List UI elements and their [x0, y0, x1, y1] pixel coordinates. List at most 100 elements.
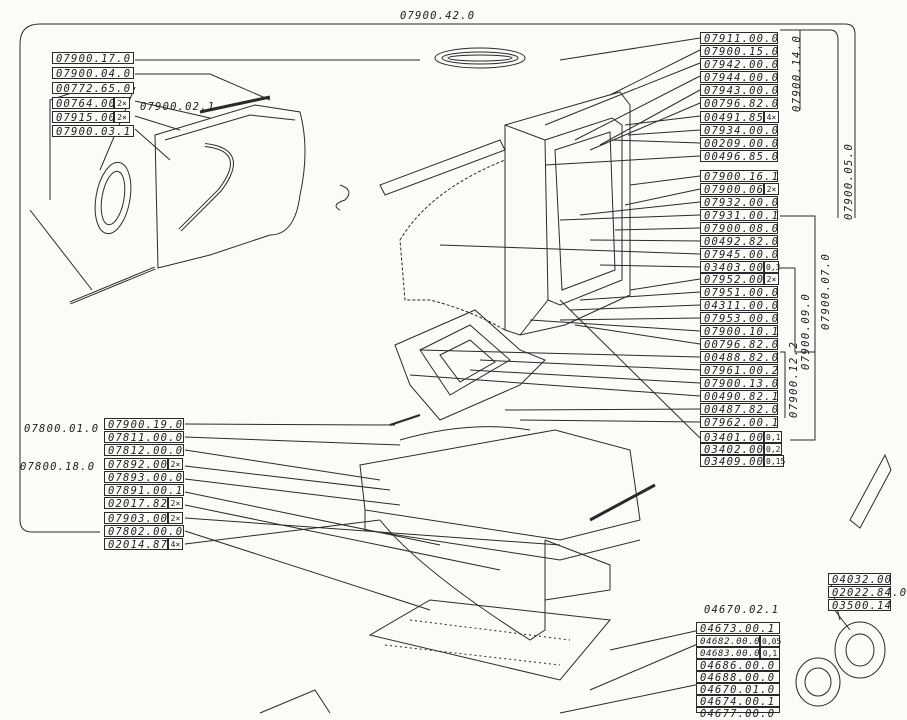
part-number: 03403.00.0 [700, 261, 778, 274]
part-number: 07961.00.2 [700, 364, 778, 377]
part-number: 07900.15.0 [700, 45, 778, 58]
bar [379, 139, 506, 196]
part-number: 02022.84.0 [828, 586, 906, 599]
bracket-12 [780, 351, 786, 418]
part-number: 04682.00.0 [696, 635, 760, 647]
part-number: 03409.00.0 [700, 455, 778, 468]
sub-assembly-number: 07900.09.0 [800, 292, 812, 370]
part-number: 07943.00.0 [700, 84, 778, 97]
main-frame [504, 91, 631, 336]
part-number: 04311.00.0 [700, 299, 778, 312]
quantity: 2× [764, 183, 779, 195]
part-number: 03402.00.0 [700, 443, 778, 456]
quantity: 4× [764, 111, 779, 123]
part-number: 07900.04.0 [52, 67, 134, 80]
quantity: 2× [114, 97, 130, 109]
part-number: 04032.00 [828, 573, 891, 586]
part-number: 07891.00.1 [104, 484, 184, 497]
part-number: 00496.85.0 [700, 150, 778, 163]
part-number: 07951.00.0 [700, 286, 778, 299]
quantity: 0,1 [764, 431, 782, 443]
part-number: 07900.13.0 [700, 377, 778, 390]
part-number: 00772.65.0 [52, 82, 134, 95]
part-number: 07934.00.0 [700, 124, 778, 137]
part-number: 07952.00.0 [700, 273, 778, 286]
part-number: 07811.00.0 [104, 431, 184, 444]
part-number: 00764.00.0 [52, 97, 130, 110]
quantity: 0,15 [764, 455, 786, 467]
bracket-05 [780, 29, 839, 218]
part-number: 04674.00.1 [696, 695, 780, 708]
part-number: 00492.82.0 [700, 235, 778, 248]
part-number: 07900.16.1 [700, 170, 778, 183]
part-number: 07893.00.0 [104, 471, 184, 484]
part-number: 00491.85.0 [700, 111, 778, 124]
lens-mount [834, 621, 886, 679]
part-number: 07953.00.0 [700, 312, 778, 325]
quantity: 2× [168, 497, 183, 509]
sub-assembly-number: 07900.07.0 [820, 252, 832, 330]
part-number: 07802.00.0 [104, 525, 184, 538]
part-number: 04670.01.0 [696, 683, 780, 696]
diagram-drawing [19, 23, 892, 714]
quantity: 0,05 [760, 635, 782, 647]
quantity: 0,1 [760, 647, 780, 659]
assembly-bracket-top [40, 23, 856, 218]
part-number: 07942.00.0 [700, 58, 778, 71]
sub-assembly-number: 07900.05.0 [843, 142, 855, 220]
sub-assembly-number: 04670.02.1 [704, 604, 780, 616]
part-number: 02014.87.0 [104, 538, 182, 551]
part-number: 07900.17.0 [52, 52, 134, 65]
part-number: 07900.19.0 [104, 418, 184, 431]
assembly-bracket-left [19, 23, 100, 533]
sub-assembly-number: 07900.02.1 [140, 101, 216, 113]
sub-assembly-number: 07900.14.0 [791, 34, 803, 112]
part-number: 00490.82.1 [700, 390, 778, 403]
part-number: 07900.08.0 [700, 222, 778, 235]
part-number: 07931.00.1 [700, 209, 778, 222]
part-number: 00796.82.0 [700, 97, 778, 110]
quantity: 2× [764, 273, 779, 285]
quantity: 2× [168, 458, 183, 470]
part-number: 00487.82.0 [700, 403, 778, 416]
sub-assembly-number: 07800.01.0 [24, 423, 100, 435]
part-number: 03401.00.0 [700, 431, 778, 444]
part-number: 07892.00.0 [104, 458, 182, 471]
part-number: 04677.00.0 [696, 707, 780, 720]
part-number: 07900.06.0 [700, 183, 778, 196]
part-number: 04683.00.0 [696, 647, 760, 659]
part-number: 00209.00.0 [700, 137, 778, 150]
part-number: 00796.82.0 [700, 338, 778, 351]
part-number: 07962.00.1 [700, 416, 778, 429]
quantity: 0,2 [764, 443, 782, 455]
part-number: 04686.00.0 [696, 659, 780, 672]
part-number: 07932.00.0 [700, 196, 778, 209]
sub-assembly-number: 07800.18.0 [20, 461, 96, 473]
part-number: 07945.00.0 [700, 248, 778, 261]
part-number: 07900.03.1 [52, 125, 134, 138]
tray [394, 309, 546, 421]
quantity: 2× [114, 111, 130, 123]
quantity: 2× [168, 512, 183, 524]
part-number: 04673.00.1 [696, 622, 780, 635]
part-number: 03500.14 [828, 599, 891, 612]
quantity: 4× [168, 538, 183, 550]
part-number: 07944.00.0 [700, 71, 778, 84]
bracket-07b [790, 330, 816, 441]
part-number: 07812.00.0 [104, 444, 184, 457]
bracket-09 [780, 267, 815, 353]
part-number: 00488.82.0 [700, 351, 778, 364]
part-number: 07911.00.0 [700, 32, 778, 45]
assembly-number-top: 07900.42.0 [400, 10, 476, 22]
part-number: 07903.00.0 [104, 512, 182, 525]
part-number: 07900.10.1 [700, 325, 778, 338]
side-panel [154, 104, 306, 269]
part-number: 07915.00.0 [52, 111, 130, 124]
bracket-07 [780, 215, 816, 330]
base-plate [368, 599, 611, 681]
round-window [94, 161, 132, 235]
lower-box [359, 429, 641, 541]
exploded-parts-diagram: 07900.42.0 07900.17.0 07900.04.0 00772.6… [19, 10, 906, 720]
quantity: 0,3 [764, 261, 781, 273]
part-number: 02017.82.0 [104, 497, 182, 510]
